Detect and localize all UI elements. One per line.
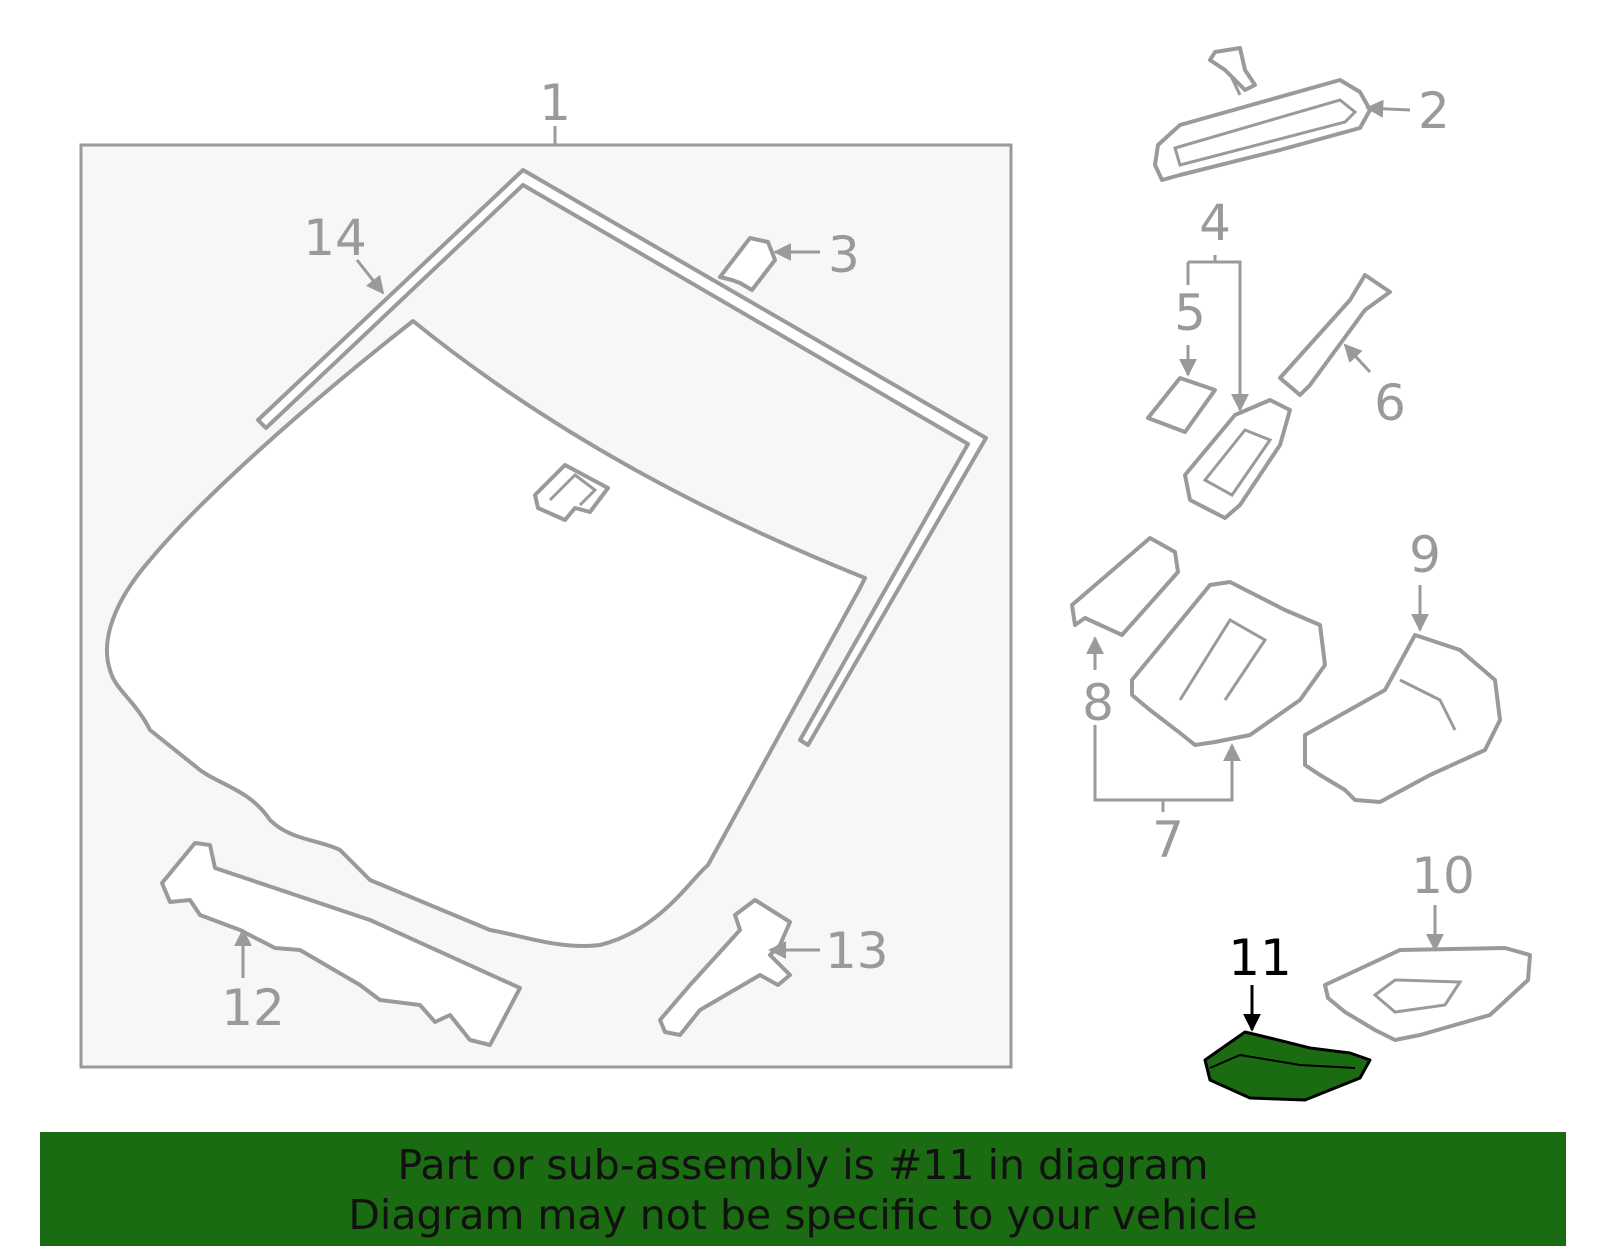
windshield-glass bbox=[105, 319, 867, 948]
callout-10: 10 bbox=[1411, 847, 1475, 905]
callout-3: 3 bbox=[828, 226, 860, 284]
callout-1: 1 bbox=[539, 74, 571, 132]
callout-5: 5 bbox=[1174, 284, 1206, 342]
part-6-cover bbox=[1278, 273, 1392, 397]
part-2-rearview-mirror bbox=[1153, 78, 1372, 182]
part-7-housing bbox=[1130, 580, 1327, 747]
callout-4: 4 bbox=[1199, 194, 1231, 252]
callout-6: 6 bbox=[1374, 374, 1406, 432]
part-12-bracket bbox=[160, 841, 522, 1047]
mirror-mount bbox=[1208, 46, 1257, 92]
callout-11: 11 bbox=[1228, 929, 1292, 987]
part-9-cover bbox=[1303, 633, 1502, 804]
callout-14: 14 bbox=[303, 209, 367, 267]
windshield-molding bbox=[256, 168, 988, 747]
part-8-bracket bbox=[1070, 536, 1180, 637]
info-banner: Part or sub-assembly is #11 in diagram D… bbox=[40, 1132, 1566, 1246]
part-3-clip bbox=[718, 236, 777, 292]
banner-line-1: Part or sub-assembly is #11 in diagram bbox=[397, 1141, 1209, 1189]
callout-8: 8 bbox=[1082, 674, 1114, 732]
part-4-sensor-housing bbox=[1183, 398, 1292, 520]
callout-9: 9 bbox=[1409, 526, 1441, 584]
part-5-pad bbox=[1146, 376, 1217, 434]
callout-12: 12 bbox=[221, 979, 285, 1037]
callout-2: 2 bbox=[1418, 82, 1450, 140]
glass-sensor-bracket bbox=[533, 463, 610, 522]
part-11-highlighted bbox=[1203, 1030, 1372, 1102]
callout-7: 7 bbox=[1152, 811, 1184, 869]
banner-line-2: Diagram may not be specific to your vehi… bbox=[348, 1191, 1258, 1239]
part-10-cover bbox=[1323, 946, 1532, 1042]
callout-13: 13 bbox=[825, 922, 889, 980]
